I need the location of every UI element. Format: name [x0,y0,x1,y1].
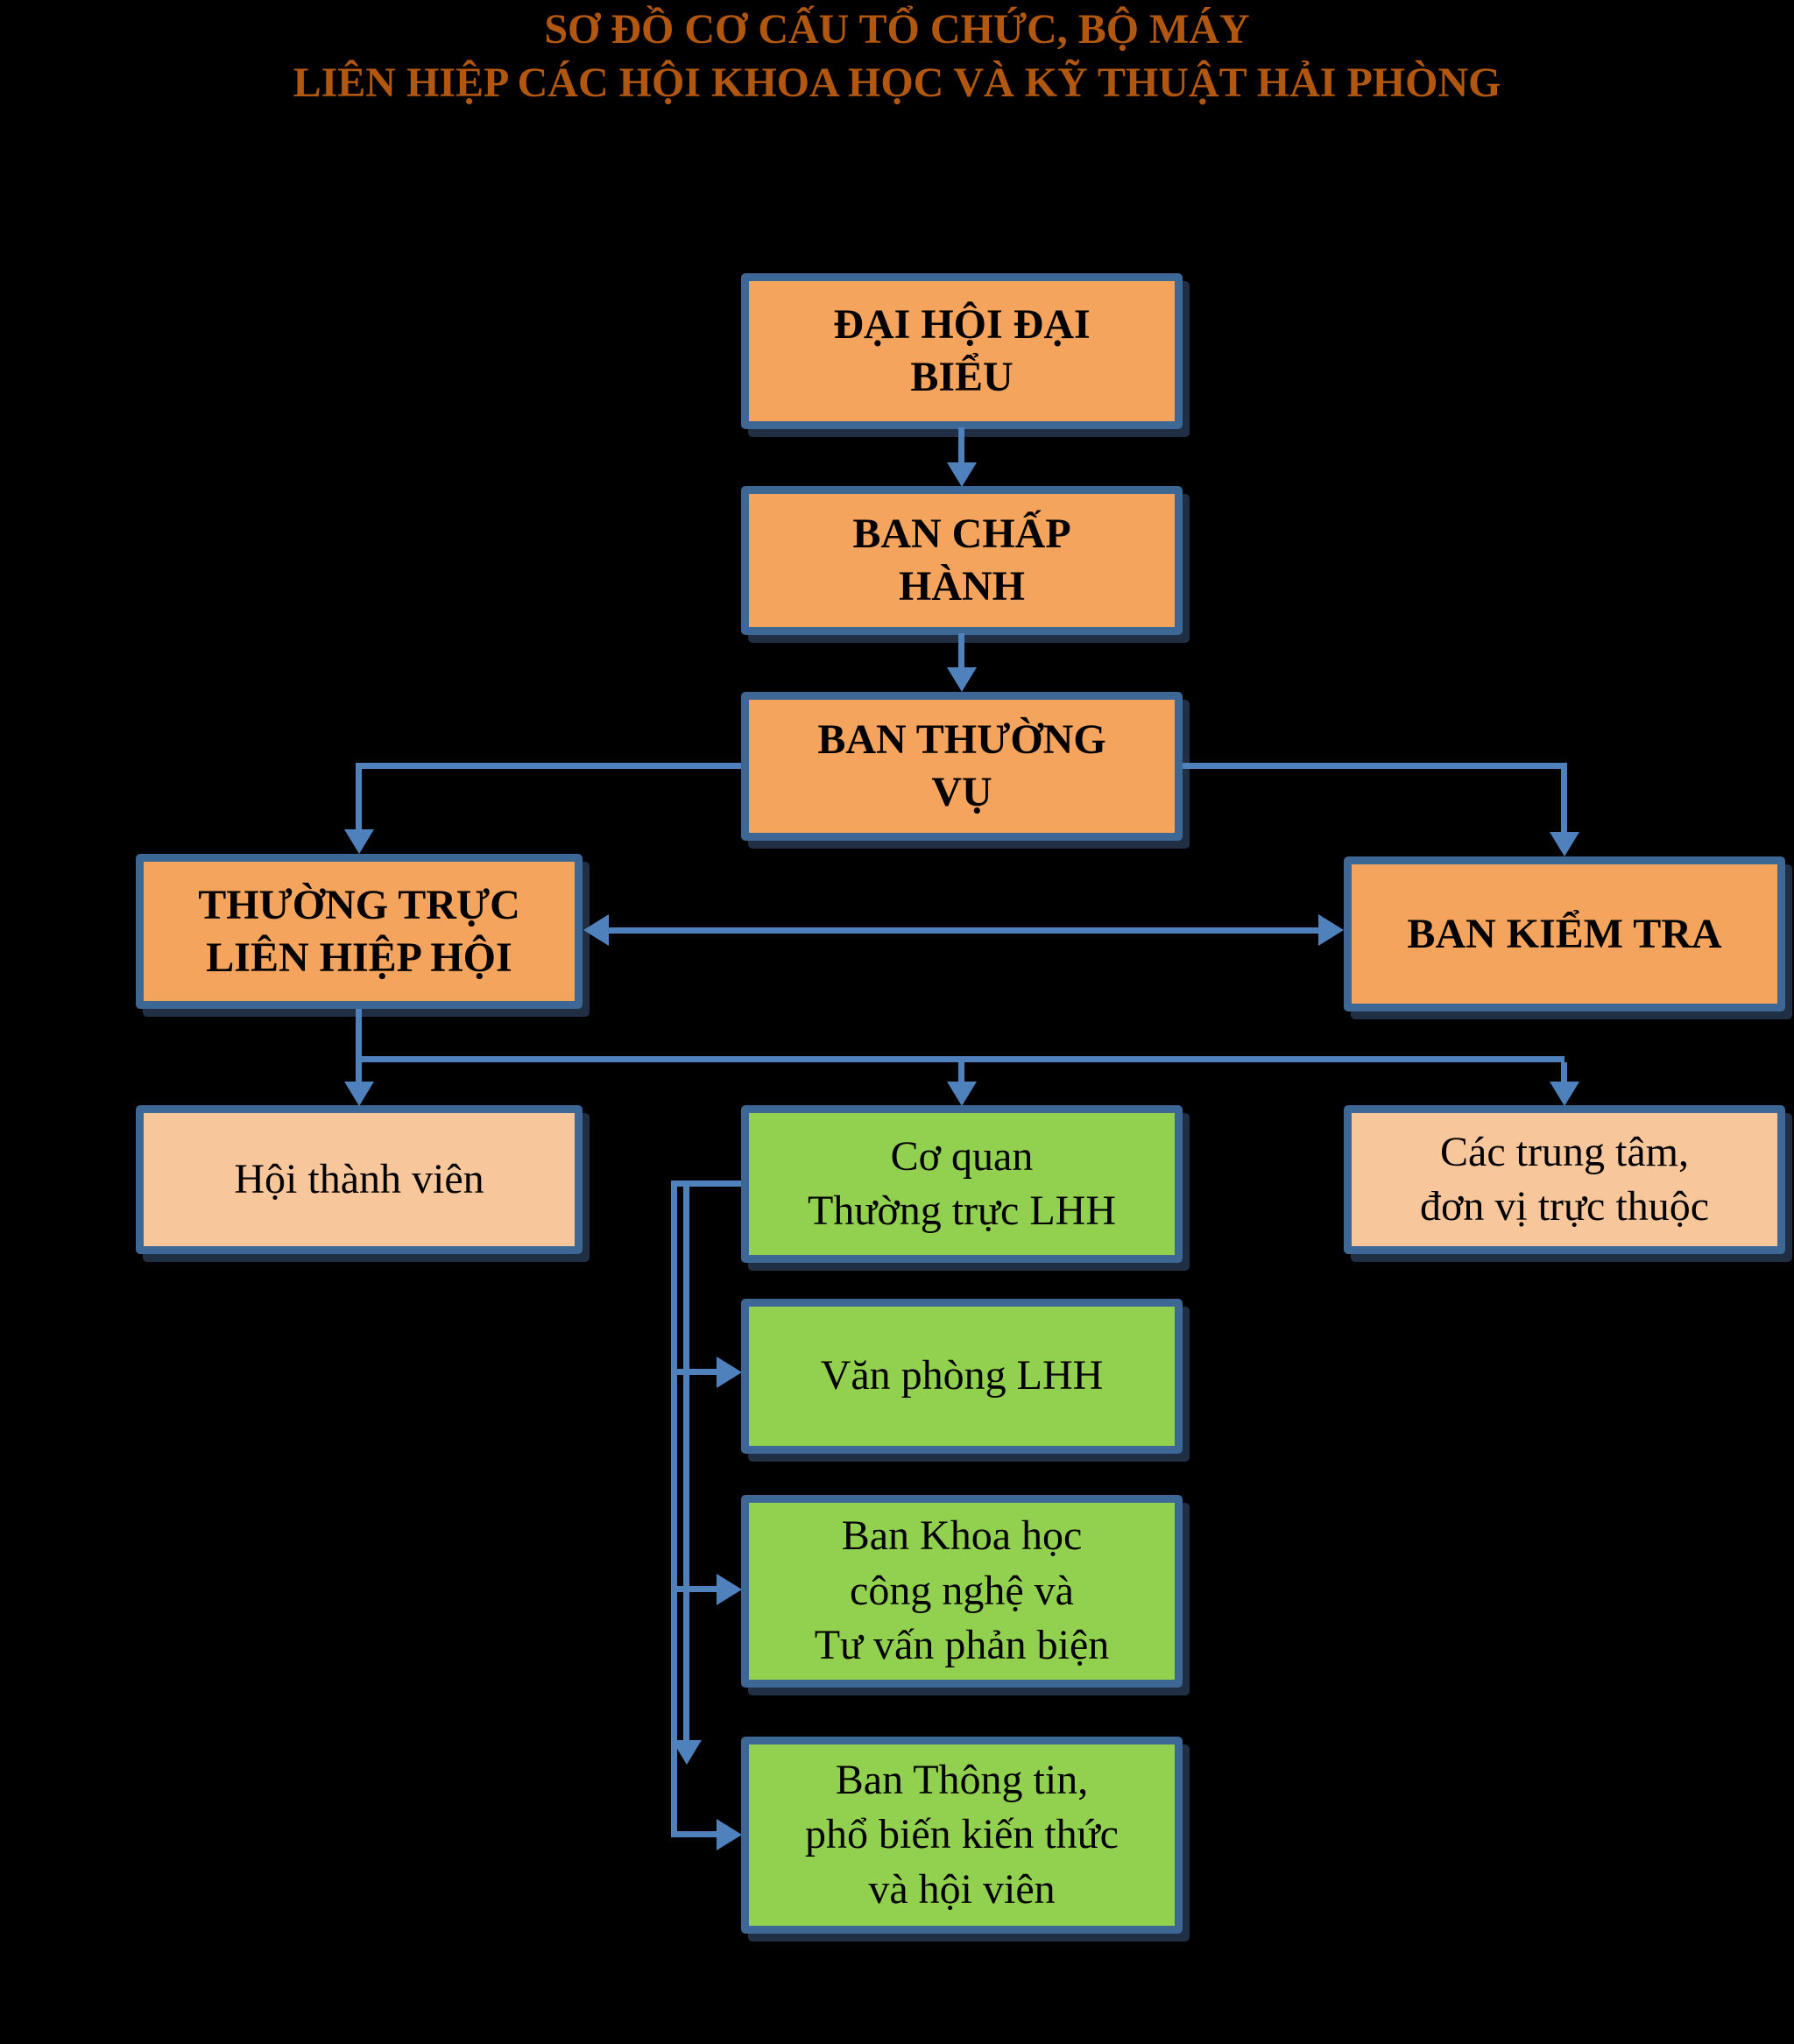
node-label: BAN CHẤP HÀNH [852,511,1071,610]
node-cac-trung-tam-don-vi-truc-thuoc: Các trung tâm, đơn vị trực thuộc [1344,1105,1785,1254]
node-thuong-truc-lien-hiep-hoi: THƯỜNG TRỰC LIÊN HIỆP HỘI [136,854,583,1009]
node-label: BAN KIỂM TRA [1407,910,1722,957]
arrow-daihoi-chaphanh-shaft [958,427,964,464]
node-label: Các trung tâm, đơn vị trực thuộc [1420,1128,1709,1230]
junction-horizontal [356,1056,1564,1062]
elbow-thuongvu-kiemtra-h [1183,763,1564,769]
node-label: Hội thành viên [234,1155,484,1202]
elbow-thuongvu-thuongtruc-head [344,829,374,854]
drop-co-quan-shaft [958,1062,964,1082]
rail-line-b-down-head [672,1740,702,1765]
drop-trung-tam-head [1550,1082,1579,1106]
stub-thong-tin-shaft [671,1831,717,1837]
arrow-chaphanh-thuongvu-shaft [958,633,964,670]
stub-khoa-hoc-head [717,1574,742,1605]
rail-line-b [683,1181,689,1741]
node-ban-thong-tin-pho-bien-kien-thuc-hoi-vien: Ban Thông tin, phổ biến kiến thức và hội… [741,1737,1183,1934]
elbow-thuongvu-kiemtra-head [1550,832,1579,856]
page-title: SƠ ĐỒ CƠ CẤU TỔ CHỨC, BỘ MÁY LIÊN HIỆP C… [293,6,1501,106]
rail-line-a [671,1181,677,1835]
node-van-phong-lhh: Văn phòng LHH [741,1299,1183,1454]
node-label: ĐẠI HỘI ĐẠI BIỂU [833,301,1091,400]
arrow-chaphanh-thuongvu-head [947,667,977,692]
node-ban-thuong-vu: BAN THƯỜNG VỤ [741,692,1183,841]
node-label: THƯỜNG TRỰC LIÊN HIỆP HỘI [198,881,520,981]
double-arrow-left-head [583,914,609,946]
node-hoi-thanh-vien: Hội thành viên [136,1105,583,1254]
node-label: Ban Khoa học công nghệ và Tư vấn phản bi… [814,1512,1110,1669]
node-label: Cơ quan Thường trực LHH [807,1132,1116,1234]
rail-top-stub [671,1181,741,1187]
node-label: Văn phòng LHH [820,1352,1104,1399]
node-ban-chap-hanh: BAN CHẤP HÀNH [741,486,1183,635]
node-co-quan-thuong-truc-lhh: Cơ quan Thường trực LHH [741,1105,1183,1263]
stub-van-phong-shaft [671,1369,717,1375]
drop-hoi-thanh-vien-shaft [356,1056,362,1082]
node-ban-khoa-hoc-cong-nghe-tu-van-phan-bien: Ban Khoa học công nghệ và Tư vấn phản bi… [741,1495,1183,1688]
elbow-thuongvu-thuongtruc-h [356,763,741,769]
stub-khoa-hoc-shaft [671,1586,717,1592]
double-arrow-right-head [1318,914,1344,946]
elbow-thuongvu-kiemtra-v [1561,763,1567,833]
junction-stem [356,1009,362,1062]
drop-trung-tam-shaft [1561,1062,1567,1082]
node-ban-kiem-tra: BAN KIỂM TRA [1344,856,1785,1011]
double-arrow-thuongtruc-kiemtra-shaft [609,927,1318,934]
node-dai-hoi-dai-bieu: ĐẠI HỘI ĐẠI BIỂU [741,273,1183,429]
node-label: Ban Thông tin, phổ biến kiến thức và hội… [805,1756,1119,1913]
drop-hoi-thanh-vien-head [344,1082,374,1106]
elbow-thuongvu-thuongtruc-v [356,763,362,830]
stub-thong-tin-head [717,1819,742,1850]
drop-co-quan-head [947,1082,977,1106]
arrow-daihoi-chaphanh-head [947,462,977,487]
node-label: BAN THƯỜNG VỤ [817,716,1106,815]
stub-van-phong-head [717,1357,742,1388]
